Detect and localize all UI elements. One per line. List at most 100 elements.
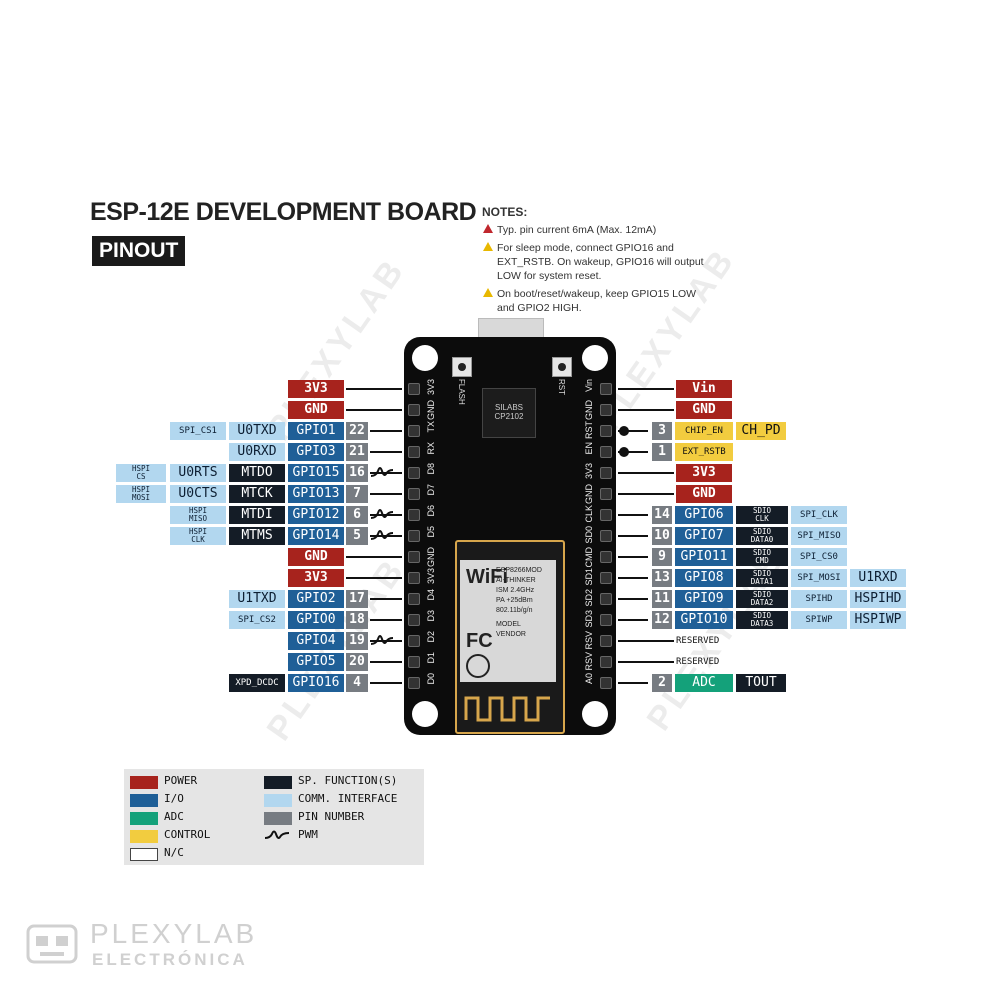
reset-button[interactable] [552, 357, 572, 377]
gpio-label: GPIO0 [288, 611, 344, 629]
header-pin [600, 488, 612, 500]
board-pin-label: 3V3 [426, 379, 436, 396]
fc-logo: FC [466, 630, 493, 652]
board-pin-label: D1 [426, 652, 436, 664]
reserved-label: RESERVED [676, 636, 720, 646]
pin-number: 10 [652, 527, 672, 545]
header-pin [600, 509, 612, 521]
legend-swatch [130, 794, 158, 807]
pin-number: 22 [346, 422, 368, 440]
page-title: ESP-12E DEVELOPMENT BOARD [90, 198, 477, 226]
gpio-label: GPIO2 [288, 590, 344, 608]
caution-icon [483, 242, 493, 251]
header-pin [600, 425, 612, 437]
board-pin-label: RSV [584, 631, 594, 650]
pin-connector [618, 682, 648, 684]
board-pin-label: EN [584, 442, 594, 455]
board-pin-label: D5 [426, 526, 436, 538]
board-pin-label: D4 [426, 589, 436, 601]
pin-number: 7 [346, 485, 368, 503]
legend-swatch [130, 848, 158, 861]
special-function-label: MTCK [229, 485, 285, 503]
legend-swatch [130, 776, 158, 789]
pin-number: 12 [652, 611, 672, 629]
gpio-label: GPIO4 [288, 632, 344, 650]
pin-connector [618, 640, 674, 642]
board-pin-label: D6 [426, 505, 436, 517]
warning-icon [483, 224, 493, 233]
comm-interface-label: U1TXD [229, 590, 285, 608]
board-pin-label: SD2 [584, 589, 594, 607]
comm-interface-label: U0RTS [170, 464, 226, 482]
pin-number: 6 [346, 506, 368, 524]
ce-logo-icon [466, 654, 490, 678]
board-pin-label: RST [584, 421, 594, 439]
brand-name: PLEXYLAB [90, 918, 258, 949]
pcb-antenna-icon [464, 696, 550, 722]
pin-connector [370, 451, 402, 453]
pwm-icon [370, 635, 394, 645]
pin-number: 9 [652, 548, 672, 566]
mounting-hole [412, 701, 438, 727]
header-pin [600, 467, 612, 479]
special-function-label: MTDO [229, 464, 285, 482]
flash-button[interactable] [452, 357, 472, 377]
brand-tagline: ELECTRÓNICA [92, 950, 248, 969]
legend-label: PWM [298, 828, 318, 841]
gpio-label: GPIO11 [675, 548, 733, 566]
legend-swatch [130, 830, 158, 843]
header-pin [600, 530, 612, 542]
gpio-label: GPIO1 [288, 422, 344, 440]
board-pin-label: D8 [426, 463, 436, 475]
header-pin [600, 635, 612, 647]
board-pin-label: A0 [584, 673, 594, 685]
header-pin [408, 425, 420, 437]
board-pin-label: GND [426, 547, 436, 567]
header-pin [600, 572, 612, 584]
pin-number: 18 [346, 611, 368, 629]
control-label: CH_PD [736, 422, 786, 440]
gpio-label: GPIO5 [288, 653, 344, 671]
pin-number: 20 [346, 653, 368, 671]
header-pin [600, 404, 612, 416]
pin-number: 14 [652, 506, 672, 524]
comm-interface-label: SPI_CLK [791, 506, 847, 524]
power-label: GND [676, 485, 732, 503]
pin-number: 11 [652, 590, 672, 608]
comm-interface-label: SPI_CS1 [170, 422, 226, 440]
header-pin [408, 656, 420, 668]
comm-interface-label: SPI_CS2 [229, 611, 285, 629]
header-pin [600, 383, 612, 395]
comm-interface-label: SPIHD [791, 590, 847, 608]
comm-interface-label: HSPIHD [850, 590, 906, 608]
header-pin [408, 635, 420, 647]
gpio-label: GPIO7 [675, 527, 733, 545]
pwm-icon [370, 509, 394, 519]
legend-label: COMM. INTERFACE [298, 792, 398, 805]
header-pin [600, 614, 612, 626]
pwm-icon [264, 830, 290, 839]
connector-dot [619, 447, 629, 457]
comm-interface-label: SPI_MISO [791, 527, 847, 545]
gpio-label: GPIO16 [288, 674, 344, 692]
gpio-label: GPIO10 [675, 611, 733, 629]
pin-connector [618, 619, 648, 621]
header-pin [408, 572, 420, 584]
flash-label: FLASH [457, 379, 466, 405]
comm-interface-label: SPI_MOSI [791, 569, 847, 587]
board-pin-label: RX [426, 442, 436, 455]
pinout-badge: PINOUT [92, 236, 186, 266]
header-pin [408, 509, 420, 521]
header-pin [408, 593, 420, 605]
wifi-logo: WiFi [466, 566, 509, 588]
comm-interface-label: U1RXD [850, 569, 906, 587]
mounting-hole [582, 701, 608, 727]
legend-swatch [264, 776, 292, 789]
pin-connector [370, 619, 402, 621]
pin-connector [346, 388, 402, 390]
